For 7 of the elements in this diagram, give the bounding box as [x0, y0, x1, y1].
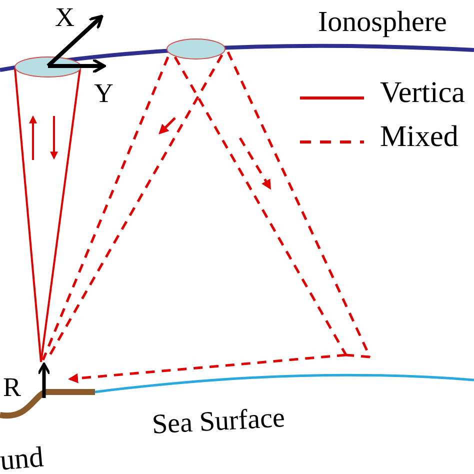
legend-label: Vertica [380, 78, 465, 108]
receiver-label: R [3, 374, 22, 401]
axis-label: Y [94, 80, 114, 107]
legend-label: Mixed [380, 122, 458, 152]
axis-label: X [55, 4, 74, 31]
layer-label: Ionosphere [318, 8, 447, 37]
surface-label: Sea Surface [151, 404, 286, 440]
